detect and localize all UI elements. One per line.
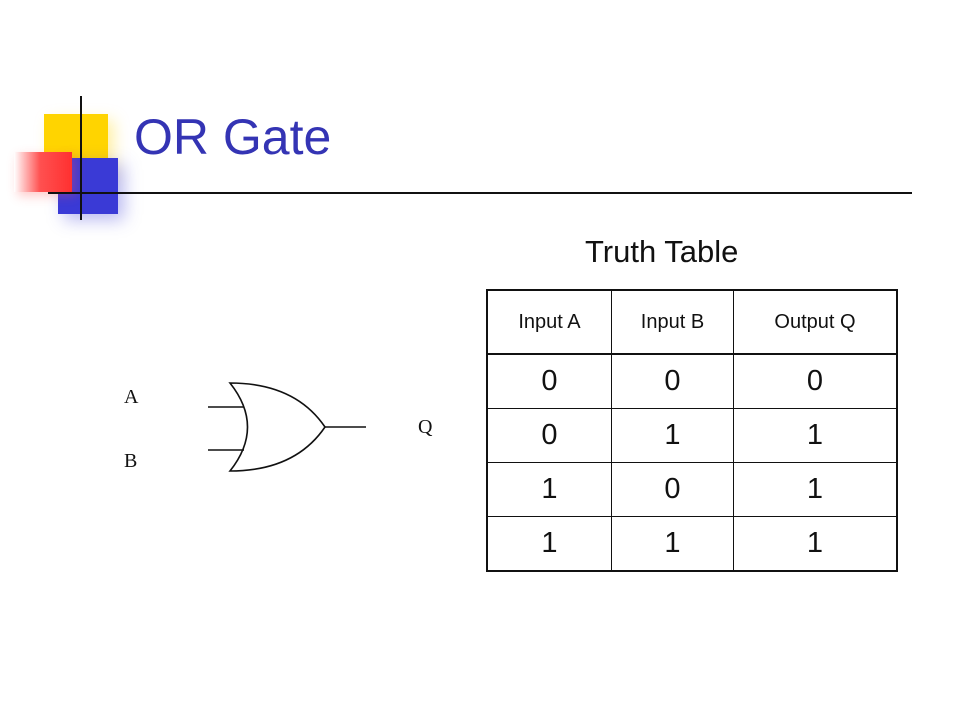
- cell-input-a: 0: [486, 408, 612, 463]
- truth-table-label: Truth Table: [585, 234, 739, 269]
- table-row: 1 0 1: [486, 462, 898, 517]
- or-gate-body: [228, 382, 326, 472]
- cell-input-b: 1: [611, 516, 734, 572]
- truth-table-header-row: Input A Input B Output Q: [486, 290, 898, 355]
- cell-input-b: 0: [611, 353, 734, 409]
- cell-output-q: 1: [733, 462, 898, 517]
- or-gate-diagram: A B Q: [124, 382, 433, 472]
- cell-output-q: 0: [733, 353, 898, 409]
- slide-title: OR Gate: [134, 109, 332, 165]
- cell-input-b: 1: [611, 408, 734, 463]
- header-input-a: Input A: [486, 290, 612, 355]
- truth-table: Input A Input B Output Q 0 0 0 0 1 1 1 0…: [486, 289, 898, 572]
- table-row: 0 1 1: [486, 408, 898, 463]
- table-row: 0 0 0: [486, 353, 898, 409]
- output-q-label: Q: [418, 416, 433, 438]
- red-accent-square: [14, 152, 72, 192]
- title-underline-rule: [48, 192, 912, 194]
- header-output-q: Output Q: [733, 290, 898, 355]
- cell-output-q: 1: [733, 516, 898, 572]
- cell-input-b: 0: [611, 462, 734, 517]
- cell-input-a: 1: [486, 462, 612, 517]
- cell-input-a: 1: [486, 516, 612, 572]
- cell-input-a: 0: [486, 353, 612, 409]
- input-a-label: A: [124, 386, 139, 408]
- header-input-b: Input B: [611, 290, 734, 355]
- input-b-label: B: [124, 450, 137, 472]
- cell-output-q: 1: [733, 408, 898, 463]
- table-row: 1 1 1: [486, 516, 898, 572]
- title-vertical-rule: [80, 96, 82, 220]
